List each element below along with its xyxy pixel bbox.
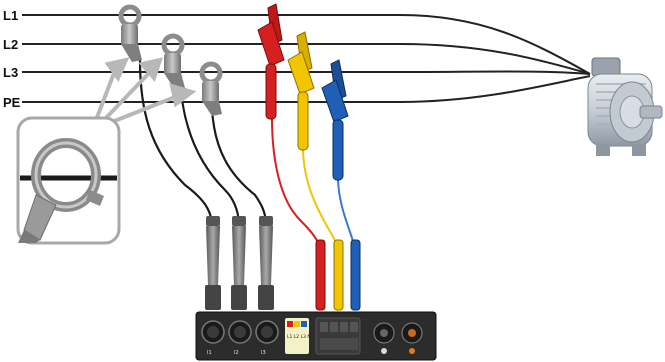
voltage-input-label: L1 L2 L3 N — [287, 334, 311, 340]
clamp-detail-inset — [18, 118, 119, 243]
socket-label-i1: I1 — [207, 350, 212, 356]
line-label-pe: PE — [3, 95, 21, 110]
banana-plug-blue — [351, 240, 360, 310]
voltage-probe-l2 — [288, 32, 314, 150]
line-label-l1: L1 — [3, 8, 18, 23]
electric-motor — [588, 58, 662, 156]
voltage-probe-l3 — [322, 60, 348, 180]
socket-label-i2: I2 — [234, 350, 239, 356]
socket-label-i3: I3 — [261, 350, 266, 356]
banana-plugs — [316, 240, 360, 310]
current-plug-i1 — [205, 216, 221, 310]
voltage-input-sticker: L1 L2 L3 N — [285, 318, 311, 354]
current-plug-i3 — [258, 216, 274, 310]
meter-panel: I1 I2 I3 L1 L2 L3 N — [196, 312, 436, 360]
current-plugs — [205, 216, 274, 310]
current-plug-i2 — [231, 216, 247, 310]
banana-plug-yellow — [334, 240, 343, 310]
voltage-socket-block — [316, 318, 360, 354]
banana-plug-red — [316, 240, 325, 310]
line-label-l3: L3 — [3, 65, 18, 80]
line-label-l2: L2 — [3, 37, 18, 52]
